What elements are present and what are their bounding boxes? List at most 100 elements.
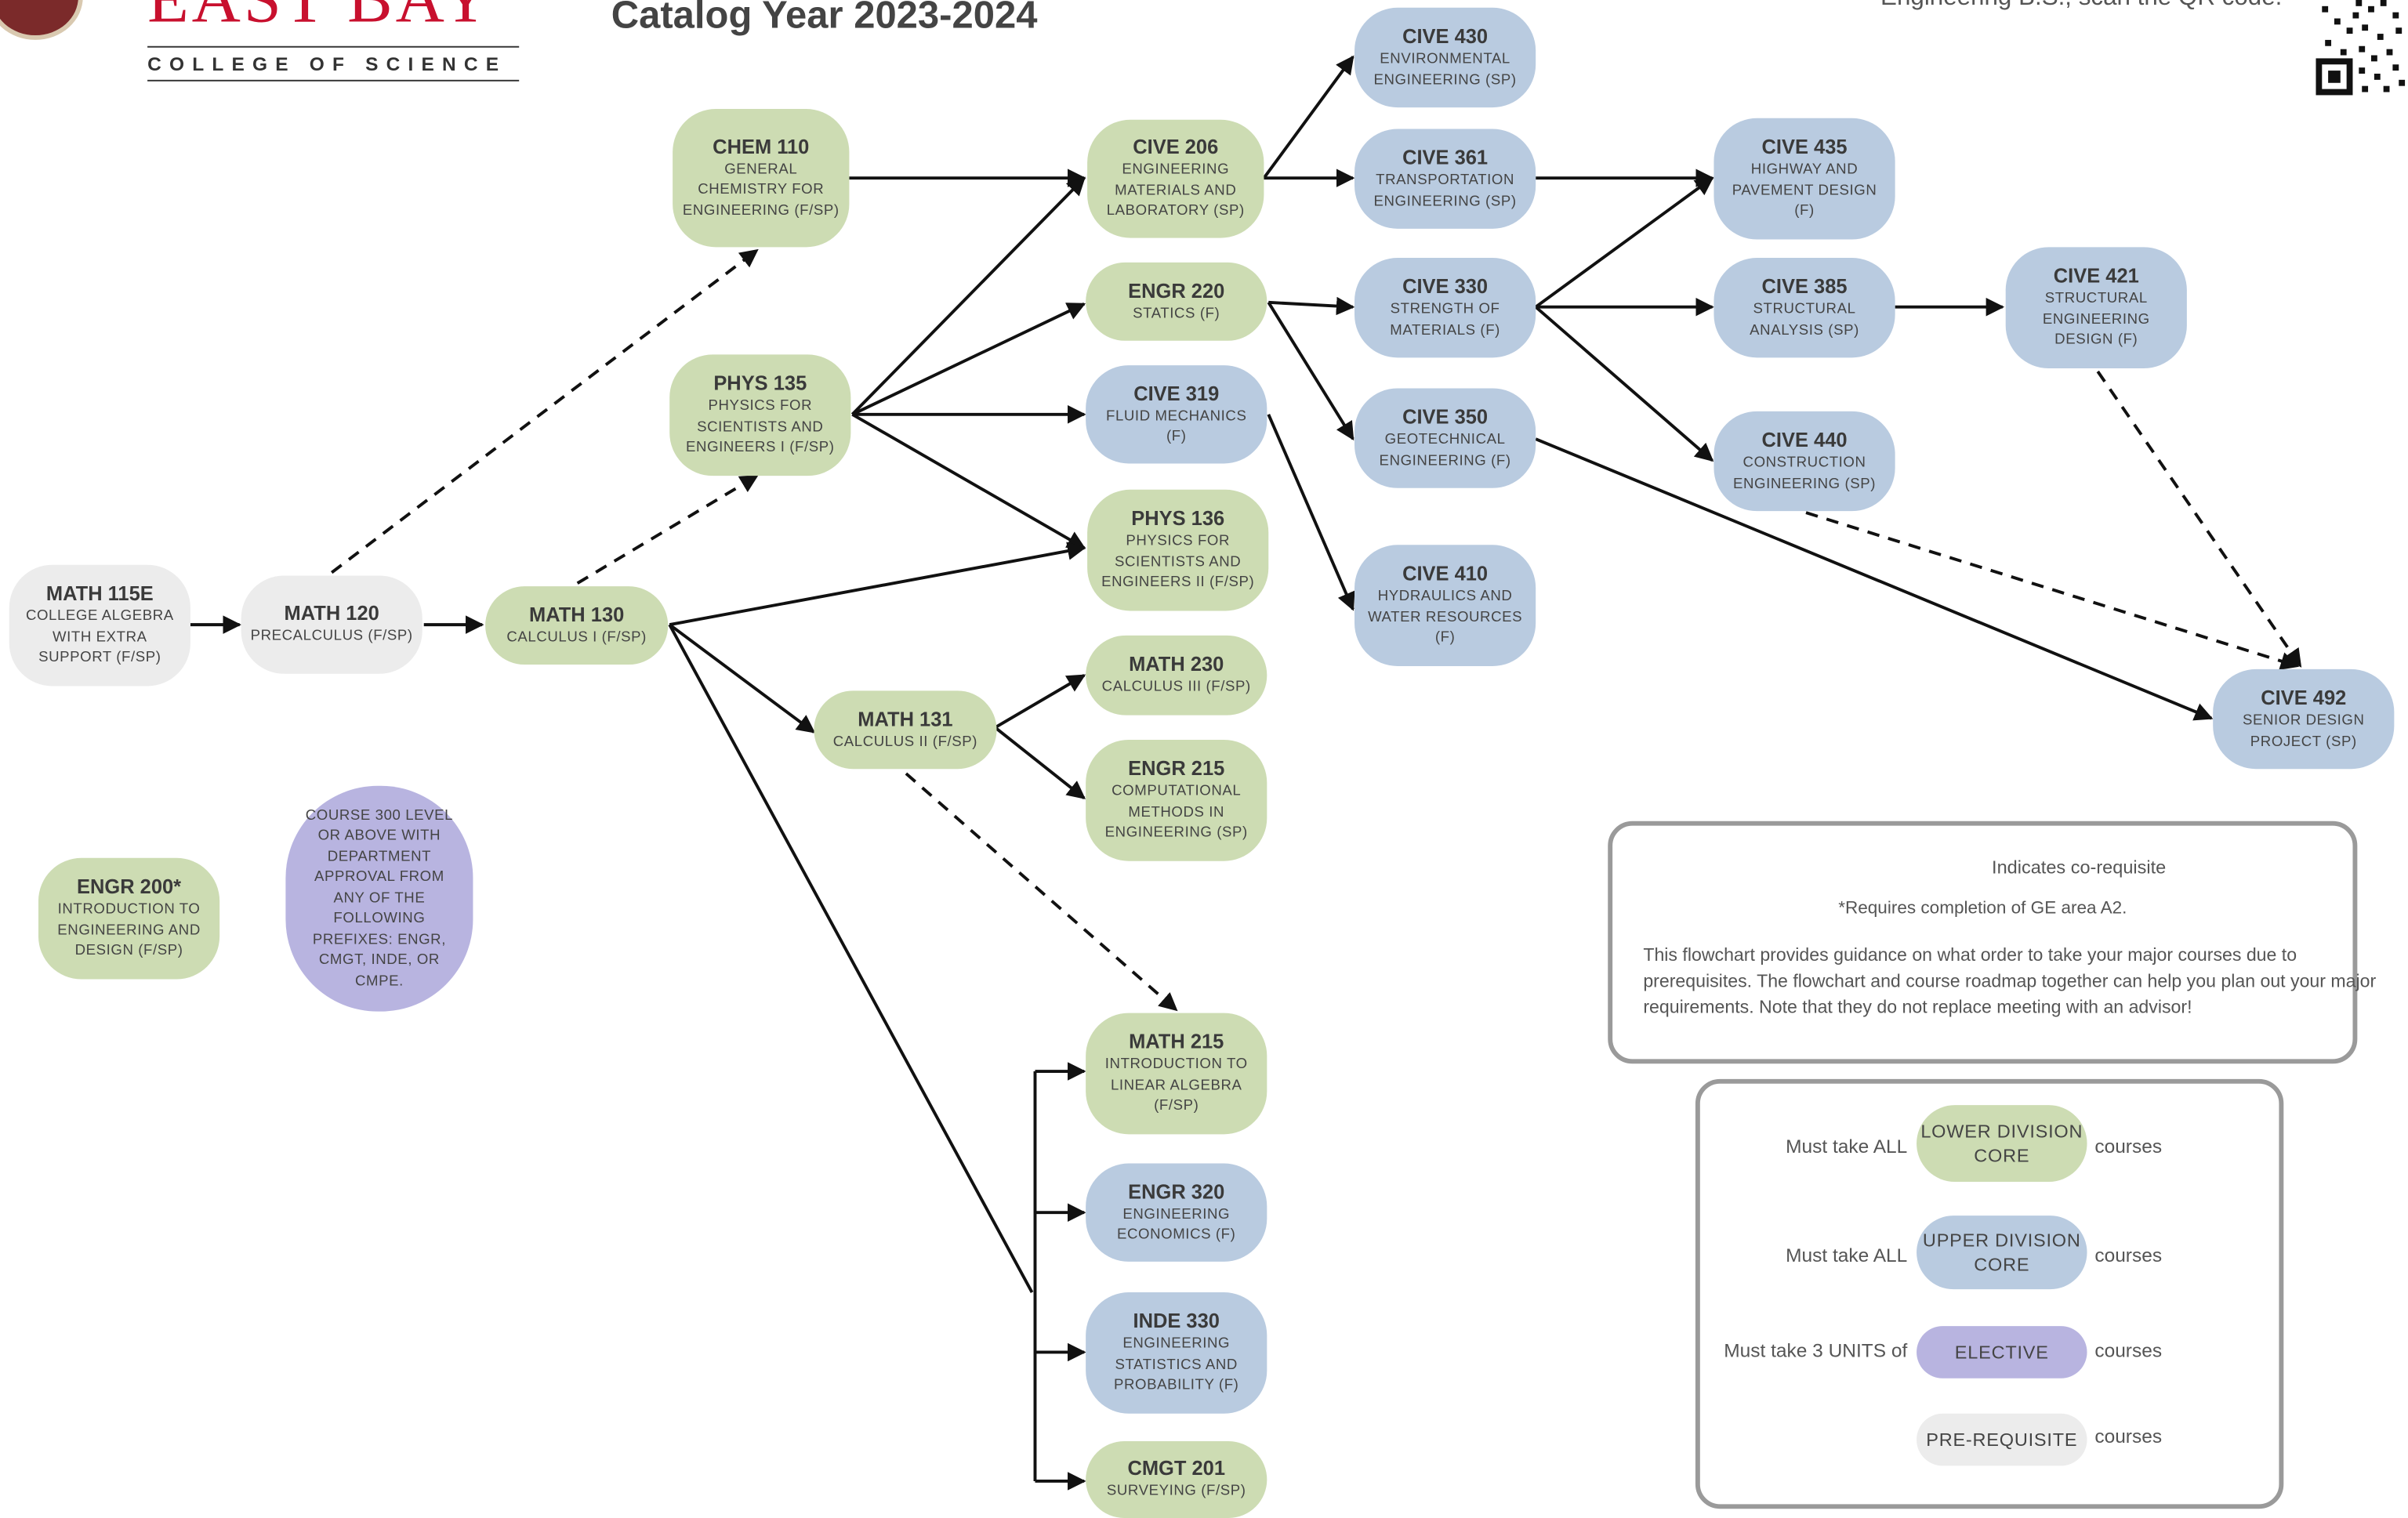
course-cive440[interactable]: CIVE 440 CONSTRUCTION ENGINEERING (SP)	[1714, 411, 1895, 512]
course-cive361[interactable]: CIVE 361 TRANSPORTATION ENGINEERING (SP)	[1354, 129, 1536, 229]
qr-note: Engineering B.S., scan the QR code.	[1880, 0, 2282, 14]
key-suffix: courses	[2094, 1136, 2163, 1158]
course-code: MATH 131	[858, 707, 953, 730]
course-phys135[interactable]: PHYS 135 PHYSICS FOR SCIENTISTS AND ENGI…	[669, 354, 851, 476]
course-cive319[interactable]: CIVE 319 FLUID MECHANICS (F)	[1086, 365, 1267, 464]
course-engr320[interactable]: ENGR 320 ENGINEERING ECONOMICS (F)	[1086, 1163, 1267, 1262]
arrow	[1262, 55, 1354, 179]
course-cive492[interactable]: CIVE 492 SENIOR DESIGN PROJECT (SP)	[2213, 668, 2395, 770]
qr-code-icon	[2316, 0, 2406, 96]
arrow	[668, 624, 1034, 1293]
course-title: PHYSICS FOR SCIENTISTS AND ENGINEERS I (…	[686, 397, 835, 457]
course-code: ENGR 215	[1128, 757, 1225, 781]
color-key-box: Must take ALL LOWER DIVISION CORE course…	[1695, 1078, 2284, 1509]
course-code: CIVE 350	[1402, 405, 1489, 429]
corequisite-arrow	[331, 248, 759, 574]
arrow	[1535, 176, 1714, 309]
course-math215[interactable]: MATH 215 INTRODUCTION TO LINEAR ALGEBRA …	[1086, 1013, 1267, 1135]
key-suffix: courses	[2094, 1339, 2163, 1362]
course-title: TRANSPORTATION ENGINEERING (SP)	[1373, 172, 1517, 210]
arrow	[1267, 301, 1354, 441]
course-math120[interactable]: MATH 120 PRECALCULUS (F/SP)	[241, 575, 422, 674]
guidance-line: This flowchart provides guidance on what…	[1643, 944, 2297, 966]
arrow	[669, 542, 1086, 627]
key-row-prerequisite: PRE-REQUISITE courses	[1700, 1413, 2279, 1491]
course-phys136[interactable]: PHYS 136 PHYSICS FOR SCIENTISTS AND ENGI…	[1087, 489, 1269, 611]
key-row-elective: Must take 3 UNITS of ELECTIVE courses	[1700, 1326, 2279, 1403]
arrow	[669, 623, 816, 734]
course-code: CIVE 206	[1133, 135, 1219, 159]
course-code: CIVE 385	[1761, 274, 1848, 298]
course-cive206[interactable]: CIVE 206 ENGINEERING MATERIALS AND LABOR…	[1087, 119, 1264, 238]
course-cmgt201[interactable]: CMGT 201 SURVEYING (F/SP)	[1086, 1441, 1267, 1518]
course-title: CALCULUS III (F/SP)	[1101, 679, 1251, 696]
corequisite-arrow	[2096, 370, 2302, 668]
course-cive421[interactable]: CIVE 421 STRUCTURAL ENGINEERING DESIGN (…	[2005, 247, 2187, 369]
key-prefix: Must take ALL	[1786, 1136, 1908, 1158]
course-cive435[interactable]: CIVE 435 HIGHWAY AND PAVEMENT DESIGN (F)	[1714, 118, 1895, 240]
key-row-upper: Must take ALL UPPER DIVISION CORE course…	[1700, 1215, 2279, 1292]
course-code: MATH 120	[284, 602, 379, 625]
course-title: STRUCTURAL ANALYSIS (SP)	[1750, 300, 1859, 339]
course-code: ENGR 320	[1128, 1179, 1225, 1203]
course-title: COMPUTATIONAL METHODS IN ENGINEERING (SP…	[1104, 783, 1248, 842]
corequisite-arrow	[905, 772, 1178, 1012]
course-code: CIVE 410	[1402, 562, 1489, 585]
course-code: CIVE 430	[1402, 24, 1489, 48]
course-code: CMGT 201	[1127, 1457, 1226, 1480]
course-inde330[interactable]: INDE 330 ENGINEERING STATISTICS AND PROB…	[1086, 1292, 1267, 1414]
elective-course[interactable]: COURSE 300 LEVEL OR ABOVE WITH DEPARTMEN…	[285, 785, 473, 1012]
course-code: CIVE 440	[1761, 428, 1848, 451]
course-title: ENGINEERING STATISTICS AND PROBABILITY (…	[1113, 1335, 1239, 1394]
arrow	[851, 413, 1086, 549]
key-suffix: courses	[2094, 1244, 2163, 1266]
course-math115e[interactable]: MATH 115E COLLEGE ALGEBRA WITH EXTRA SUP…	[9, 564, 190, 687]
course-title: STRUCTURAL ENGINEERING DESIGN (F)	[2042, 290, 2150, 350]
course-math230[interactable]: MATH 230 CALCULUS III (F/SP)	[1086, 635, 1267, 716]
course-code: CIVE 421	[2053, 264, 2139, 288]
course-engr215[interactable]: ENGR 215 COMPUTATIONAL METHODS IN ENGINE…	[1086, 739, 1267, 861]
course-code: ENGR 200*	[77, 875, 182, 899]
course-title: PRECALCULUS (F/SP)	[250, 628, 413, 646]
key-suffix: courses	[2094, 1426, 2163, 1447]
course-math131[interactable]: MATH 131 CALCULUS II (F/SP)	[814, 690, 997, 770]
course-math130[interactable]: MATH 130 CALCULUS I (F/SP)	[485, 586, 669, 665]
course-code: ENGR 220	[1128, 278, 1225, 303]
course-title: SENIOR DESIGN PROJECT (SP)	[2242, 712, 2365, 750]
course-code: PHYS 135	[713, 371, 807, 395]
course-title: INTRODUCTION TO LINEAR ALGEBRA (F/SP)	[1104, 1056, 1248, 1115]
course-title: ENVIRONMENTAL ENGINEERING (SP)	[1373, 50, 1517, 89]
course-chem110[interactable]: CHEM 110 GENERAL CHEMISTRY FOR ENGINEERI…	[673, 109, 850, 248]
guidance-paragraph: This flowchart provides guidance on what…	[1643, 943, 2377, 1021]
course-cive430[interactable]: CIVE 430 ENVIRONMENTAL ENGINEERING (SP)	[1354, 7, 1536, 108]
course-code: CHEM 110	[713, 134, 810, 158]
course-cive385[interactable]: CIVE 385 STRUCTURAL ANALYSIS (SP)	[1714, 258, 1895, 358]
guidance-line: requirements. Note that they do not repl…	[1643, 996, 2192, 1018]
arrow	[850, 176, 1086, 416]
course-code: MATH 215	[1129, 1030, 1224, 1054]
arrow	[1267, 414, 1355, 611]
course-cive330[interactable]: CIVE 330 STRENGTH OF MATERIALS (F)	[1354, 258, 1536, 358]
corequisite-arrow	[576, 474, 759, 585]
course-title: COURSE 300 LEVEL OR ABOVE WITH DEPARTMEN…	[305, 806, 454, 990]
key-prefix: Must take 3 UNITS of	[1724, 1339, 1908, 1362]
course-title: CALCULUS I (F/SP)	[506, 629, 647, 647]
course-title: GEOTECHNICAL ENGINEERING (F)	[1379, 431, 1511, 469]
course-code: CIVE 330	[1402, 274, 1489, 298]
course-cive350[interactable]: CIVE 350 GEOTECHNICAL ENGINEERING (F)	[1354, 388, 1536, 488]
course-code: PHYS 136	[1131, 506, 1225, 531]
course-cive410[interactable]: CIVE 410 HYDRAULICS AND WATER RESOURCES …	[1354, 545, 1536, 666]
course-title: ENGINEERING ECONOMICS (F)	[1117, 1205, 1236, 1244]
course-title: GENERAL CHEMISTRY FOR ENGINEERING (F/SP)	[682, 161, 840, 219]
catalog-year: Catalog Year 2023-2024	[611, 0, 1038, 38]
notes-box: Indicates co-requisite *Requires complet…	[1608, 821, 2377, 1064]
logo-wordmark: EAST BAY	[147, 0, 493, 34]
logo-rule	[147, 45, 520, 48]
course-code: CIVE 435	[1761, 135, 1848, 159]
corequisite-legend-label: Indicates co-requisite	[1992, 856, 2167, 879]
guidance-line: prerequisites. The flowchart and course …	[1643, 969, 2377, 992]
course-title: INTRODUCTION TO ENGINEERING AND DESIGN (…	[57, 901, 201, 960]
course-engr220[interactable]: ENGR 220 STATICS (F)	[1086, 262, 1267, 341]
course-engr200[interactable]: ENGR 200* INTRODUCTION TO ENGINEERING AN…	[38, 857, 220, 980]
